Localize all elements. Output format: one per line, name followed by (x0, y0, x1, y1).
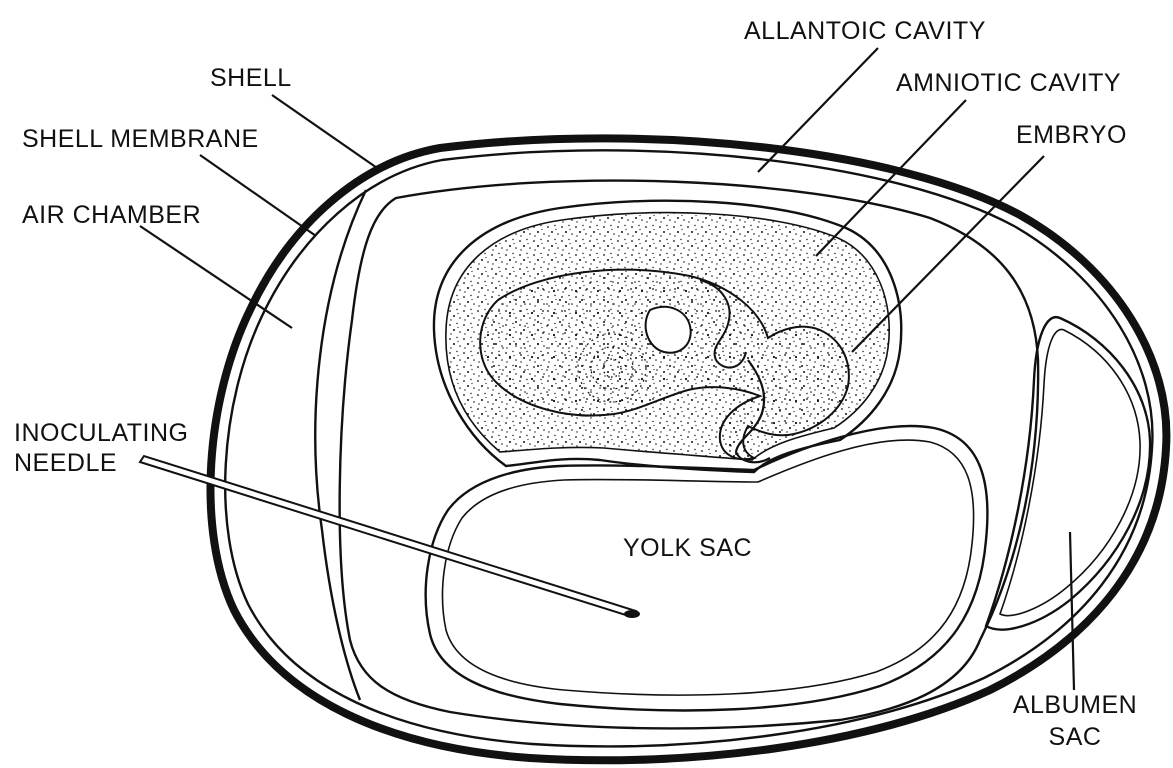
shell-membrane-leader (200, 155, 316, 236)
label-shell: SHELL (210, 63, 292, 94)
label-allantoic-cavity: ALLANTOIC CAVITY (744, 16, 986, 47)
label-yolk-sac: YOLK SAC (623, 533, 752, 564)
label-albumen: ALBUMEN (1002, 690, 1148, 721)
yolk-sac-inner (443, 440, 974, 695)
label-needle: NEEDLE (14, 448, 117, 479)
needle-tip (624, 610, 640, 618)
shell-leader (272, 95, 380, 170)
label-air-chamber: AIR CHAMBER (22, 200, 201, 231)
label-shell-membrane: SHELL MEMBRANE (22, 124, 259, 155)
label-embryo: EMBRYO (1016, 120, 1127, 151)
amniotic-cavity-leader (816, 100, 966, 256)
yolk-sac-outer (426, 426, 988, 710)
label-amniotic-cavity: AMNIOTIC CAVITY (896, 68, 1121, 99)
label-inoculating: INOCULATING (14, 418, 189, 449)
embryo-heart (646, 307, 691, 353)
label-sac: SAC (1002, 722, 1148, 753)
albumen-sac-leader (1070, 532, 1074, 690)
